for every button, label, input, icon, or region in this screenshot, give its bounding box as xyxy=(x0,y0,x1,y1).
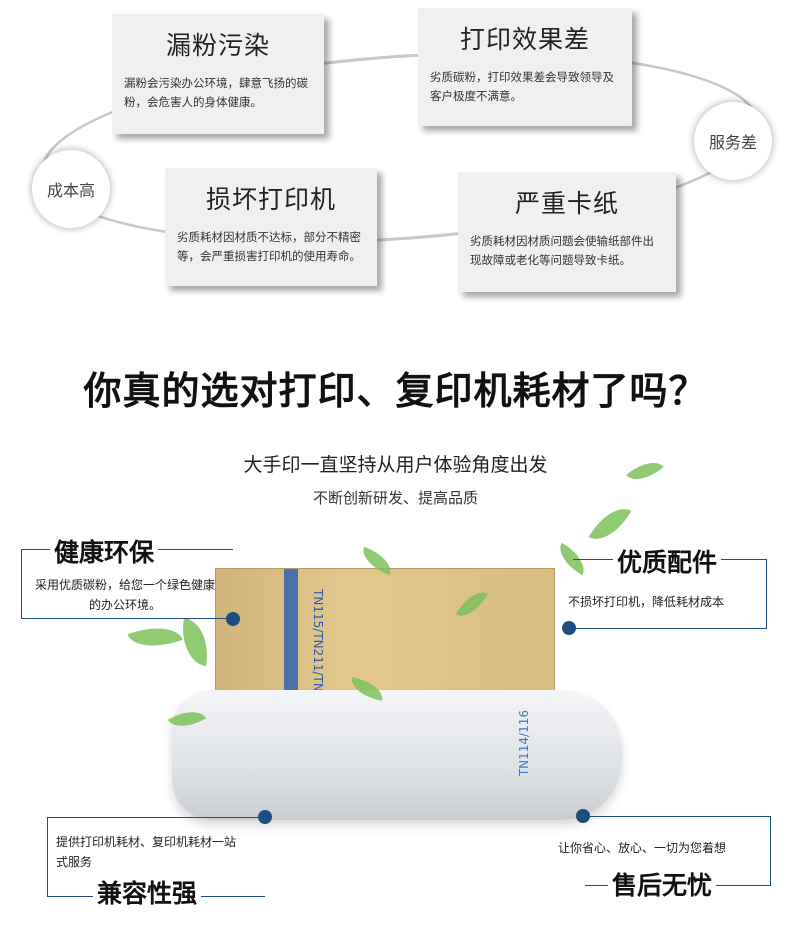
box-band xyxy=(284,569,298,727)
badge-service: 服务差 xyxy=(694,102,772,180)
problem-card: 严重卡纸 劣质耗材因材质问题会使输纸部件出现故障或老化等问题导致卡纸。 xyxy=(458,172,676,292)
feature-desc: 采用优质碳粉，给您一个绿色健康的办公环境。 xyxy=(34,578,215,612)
feature-title: 兼容性强 xyxy=(93,874,202,910)
leaf-icon xyxy=(176,617,214,667)
callout-dot xyxy=(576,809,590,823)
problem-title: 打印效果差 xyxy=(459,25,590,54)
feature-title: 优质配件 xyxy=(613,543,722,579)
callout-dot xyxy=(562,621,576,635)
problem-title: 严重卡纸 xyxy=(514,189,619,218)
problem-desc: 劣质碳粉，打印效果差会导致领导及客户极度不满意。 xyxy=(430,70,614,103)
feature-desc: 提供打印机耗材、复印机耗材一站式服务 xyxy=(56,835,237,869)
problem-card: 漏粉污染 漏粉会污染办公环境，肆意飞扬的碳粉，会危害人的身体健康。 xyxy=(112,14,324,134)
feature-desc: 不损坏打印机，降低耗材成本 xyxy=(568,595,725,609)
box-label: TN115/TN211/TN311 xyxy=(311,589,325,715)
feature-title: 售后无忧 xyxy=(608,866,717,902)
leaf-icon xyxy=(127,617,183,657)
problem-title: 漏粉污染 xyxy=(165,31,270,60)
badge-cost: 成本高 xyxy=(32,150,110,228)
problem-card: 损坏打印机 劣质耗材因材质不达标，部分不精密等，会严重损害打印机的使用寿命。 xyxy=(165,168,377,286)
subtitle: 大手印一直坚持从用户体验角度出发 xyxy=(243,454,548,476)
headline: 你真的选对打印、复印机耗材了吗？ xyxy=(83,369,708,413)
subtitle-secondary: 不断创新研发、提高品质 xyxy=(312,489,478,507)
problem-desc: 劣质耗材因材质不达标，部分不精密等，会严重损害打印机的使用寿命。 xyxy=(177,230,361,263)
toner-label: TN114/116 xyxy=(517,710,531,777)
problem-card: 打印效果差 劣质碳粉，打印效果差会导致领导及客户极度不满意。 xyxy=(418,8,632,126)
feature-desc: 让你省心、放心、一切为您着想 xyxy=(558,841,727,855)
toner-cartridge: TN114/116 xyxy=(172,690,622,820)
problem-desc: 漏粉会污染办公环境，肆意飞扬的碳粉，会危害人的身体健康。 xyxy=(124,76,308,109)
problem-desc: 劣质耗材因材质问题会使输纸部件出现故障或老化等问题导致卡纸。 xyxy=(470,234,654,267)
callout-dot xyxy=(258,810,272,824)
callout-dot xyxy=(226,612,240,626)
problem-title: 损坏打印机 xyxy=(205,185,336,214)
feature-title: 健康环保 xyxy=(50,533,159,569)
